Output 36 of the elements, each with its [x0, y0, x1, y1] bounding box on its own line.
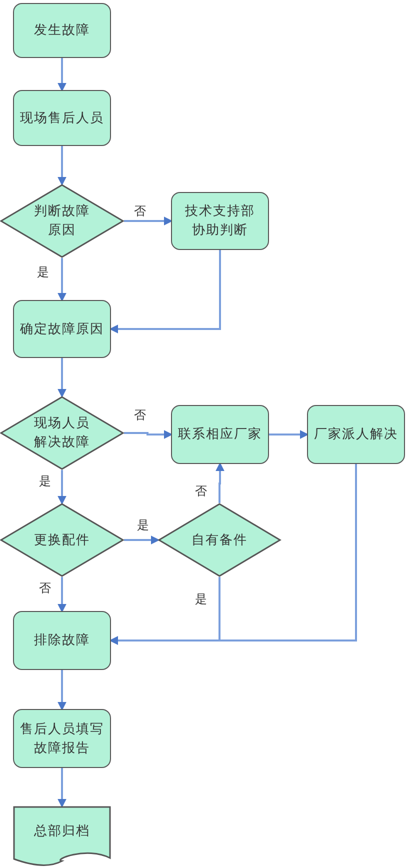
arrow: [269, 430, 309, 439]
decision-diamond: 判断故障原因: [0, 184, 124, 258]
edge-label: 是: [136, 518, 150, 532]
arrow: [58, 58, 66, 92]
process-box: 确定故障原因: [13, 300, 111, 358]
arrow: [58, 670, 66, 711]
arrow: [124, 536, 160, 544]
arrow: [58, 577, 66, 613]
process-box: 售后人员填写故障报告: [13, 709, 111, 768]
arrow: [58, 358, 66, 398]
process-box: 现场售后人员: [13, 90, 111, 146]
arrow: [58, 768, 66, 808]
process-box: 发生故障: [13, 3, 111, 58]
edge-label: 是: [36, 265, 50, 279]
edge-label: 是: [194, 592, 208, 606]
arrow: [58, 146, 66, 186]
process-box: 技术支持部协助判断: [171, 192, 269, 250]
arrow: [124, 430, 173, 439]
arrow: [58, 258, 66, 302]
edge-label: 否: [133, 204, 147, 218]
document-shape: 总部归档: [13, 806, 111, 866]
decision-diamond: 现场人员解决故障: [0, 396, 124, 470]
arrow: [216, 462, 224, 503]
process-box: 厂家派人解决: [307, 405, 405, 464]
edge-label: 是: [38, 474, 52, 488]
decision-diamond: 自有备件: [158, 503, 281, 577]
process-box: 排除故障: [13, 611, 111, 670]
edge-label: 否: [133, 408, 147, 422]
process-box: 联系相应厂家: [171, 405, 269, 464]
decision-diamond: 更换配件: [0, 503, 124, 577]
arrow: [58, 470, 66, 505]
arrow: [109, 464, 357, 645]
edge-label: 否: [194, 484, 208, 498]
arrow: [124, 216, 173, 226]
arrow: [109, 250, 221, 334]
edge-label: 否: [38, 581, 52, 595]
